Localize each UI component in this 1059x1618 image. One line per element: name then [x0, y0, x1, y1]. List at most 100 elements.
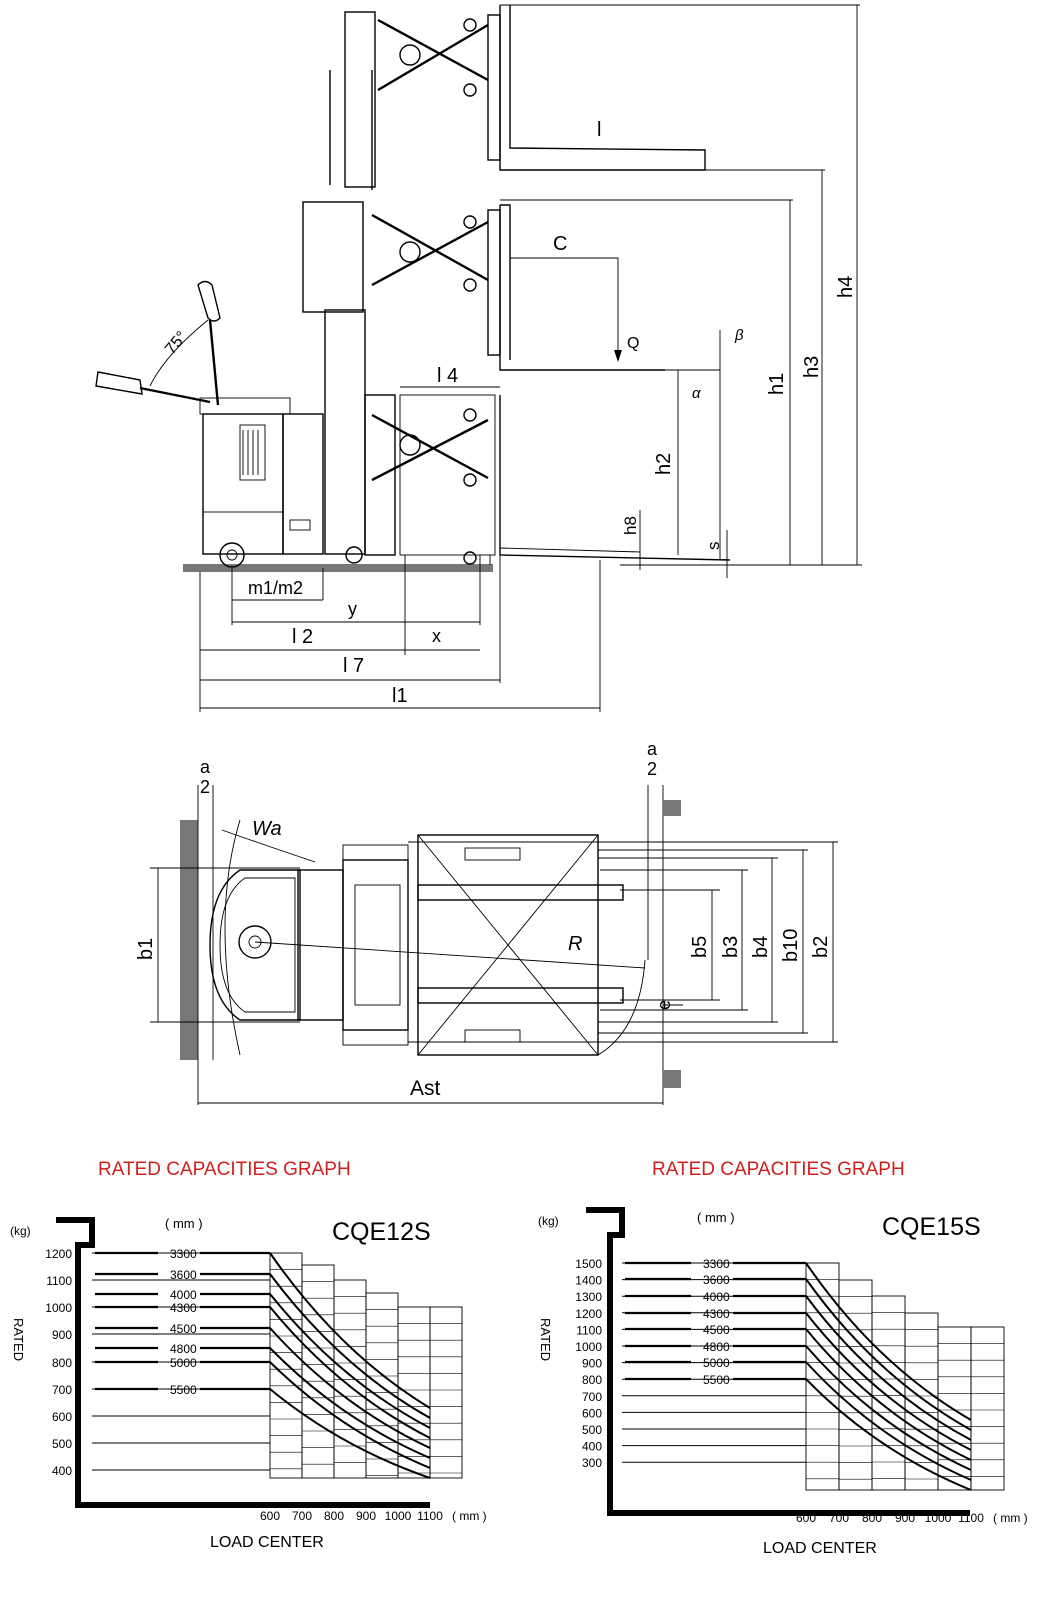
height-label: 4500 [170, 1322, 197, 1336]
height-label: 3300 [170, 1247, 197, 1261]
height-label: 5500 [170, 1383, 197, 1397]
grid-column [301, 1264, 335, 1479]
radius-line [254, 941, 646, 969]
x-tick-label: 1100 [417, 1509, 443, 1523]
capacity-curve [269, 1252, 431, 1409]
height-label: 3300 [703, 1257, 730, 1271]
tiller-handles [95, 280, 221, 406]
y-tick-label: 900 [582, 1357, 602, 1371]
dim-a2-left-a: a [200, 757, 211, 777]
y-tick-label: 400 [582, 1440, 602, 1454]
forks [489, 5, 731, 565]
capacity-curve [805, 1295, 972, 1441]
side-view: 75° [95, 4, 862, 712]
load-arrow [614, 350, 622, 362]
dim-e: e [654, 1000, 674, 1010]
y-tick-label: 600 [52, 1410, 72, 1424]
dim-l2: l 2 [292, 626, 313, 648]
dim-r: R [568, 933, 582, 955]
graph1-unit-kg: (kg) [10, 1224, 31, 1238]
dim-h2: h2 [653, 453, 675, 475]
capacity-curve [269, 1347, 431, 1459]
capacity-curve [805, 1312, 972, 1451]
graph1-x-label: LOAD CENTER [210, 1534, 324, 1551]
dim-a2-right-a: a [647, 739, 658, 759]
dim-ast: Ast [410, 1077, 441, 1100]
dim-h1: h1 [766, 373, 788, 395]
y-tick-label: 1400 [575, 1274, 602, 1288]
x-unit-label: ( mm ) [452, 1509, 487, 1523]
graph1-model: CQE12S [332, 1218, 431, 1246]
dim-b2: b2 [810, 936, 832, 958]
graph1-title: RATED CAPACITIES GRAPH [98, 1159, 351, 1180]
dim-wa: Wa [252, 818, 282, 840]
y-tick-label: 1500 [575, 1257, 602, 1271]
capacity-curve [805, 1328, 972, 1461]
y-tick-label: 700 [52, 1383, 72, 1397]
x-tick-label: 600 [260, 1509, 280, 1523]
height-label: 4800 [703, 1340, 730, 1354]
capacity-curve [269, 1306, 431, 1439]
height-label: 4000 [170, 1288, 197, 1302]
y-tick-label: 1000 [575, 1340, 602, 1354]
graph2-x-label: LOAD CENTER [763, 1540, 877, 1557]
capacity-graph-cqe12s: RATED CAPACITIES GRAPH (kg) ( mm ) CQE12… [10, 1159, 487, 1551]
graph1-unit-mm: ( mm ) [165, 1216, 203, 1231]
dim-b3: b3 [720, 936, 742, 958]
graph2-y-label: RATED [538, 1318, 553, 1361]
x-tick-label: 900 [895, 1511, 915, 1525]
x-tick-label: 700 [829, 1511, 849, 1525]
dim-h4: h4 [835, 276, 857, 298]
graph2-unit-mm: ( mm ) [697, 1210, 735, 1225]
grid-column [397, 1306, 431, 1479]
y-tick-label: 1300 [575, 1290, 602, 1304]
graph2-axis [586, 1207, 970, 1516]
dim-c: C [553, 233, 567, 255]
x-tick-label: 1100 [958, 1511, 984, 1525]
dim-b5: b5 [689, 936, 711, 958]
height-label: 3600 [170, 1268, 197, 1282]
reach-mechanism-mid [371, 209, 501, 356]
grid-column [429, 1306, 463, 1479]
dim-a2-left-2: 2 [200, 777, 210, 797]
capacity-curve [269, 1327, 431, 1449]
dim-h3: h3 [801, 356, 823, 378]
truck-top [209, 844, 409, 1046]
y-tick-label: 300 [582, 1456, 602, 1470]
dim-alpha: α [692, 385, 701, 402]
ground-hatch [183, 564, 493, 572]
x-tick-label: 800 [324, 1509, 344, 1523]
load-center-line [510, 257, 619, 358]
reach-mechanism-low [371, 394, 496, 556]
graph2-grid [622, 1261, 1005, 1491]
dim-m1m2: m1/m2 [248, 578, 303, 598]
height-label: 4300 [703, 1307, 730, 1321]
dim-h8: h8 [621, 516, 640, 535]
truck-body [199, 397, 477, 568]
y-tick-label: 1200 [575, 1307, 602, 1321]
height-label: 4300 [170, 1301, 197, 1315]
top-view: a 2 a 2 Wa b1 R e b5 b3 b4 b10 b2 Ast [135, 739, 838, 1105]
graph1-y-label: RATED [11, 1318, 26, 1361]
graph2-curves [805, 1262, 972, 1491]
height-label: 4000 [703, 1290, 730, 1304]
top-dimensions [150, 841, 838, 1104]
mast [302, 11, 396, 556]
capacity-curve [805, 1345, 972, 1471]
vertical-dimensions [500, 4, 862, 578]
graph1-curves [269, 1252, 431, 1479]
capacity-curve [269, 1293, 431, 1429]
dim-l: l [597, 119, 601, 141]
x-tick-label: 800 [862, 1511, 882, 1525]
dim-s: s [704, 542, 723, 551]
dim-b4: b4 [750, 936, 772, 958]
horizontal-dimensions [199, 386, 601, 712]
y-tick-label: 400 [52, 1464, 72, 1478]
pallet-outline [417, 834, 624, 1056]
dim-l1: l1 [392, 685, 408, 707]
x-tick-label: 900 [356, 1509, 376, 1523]
